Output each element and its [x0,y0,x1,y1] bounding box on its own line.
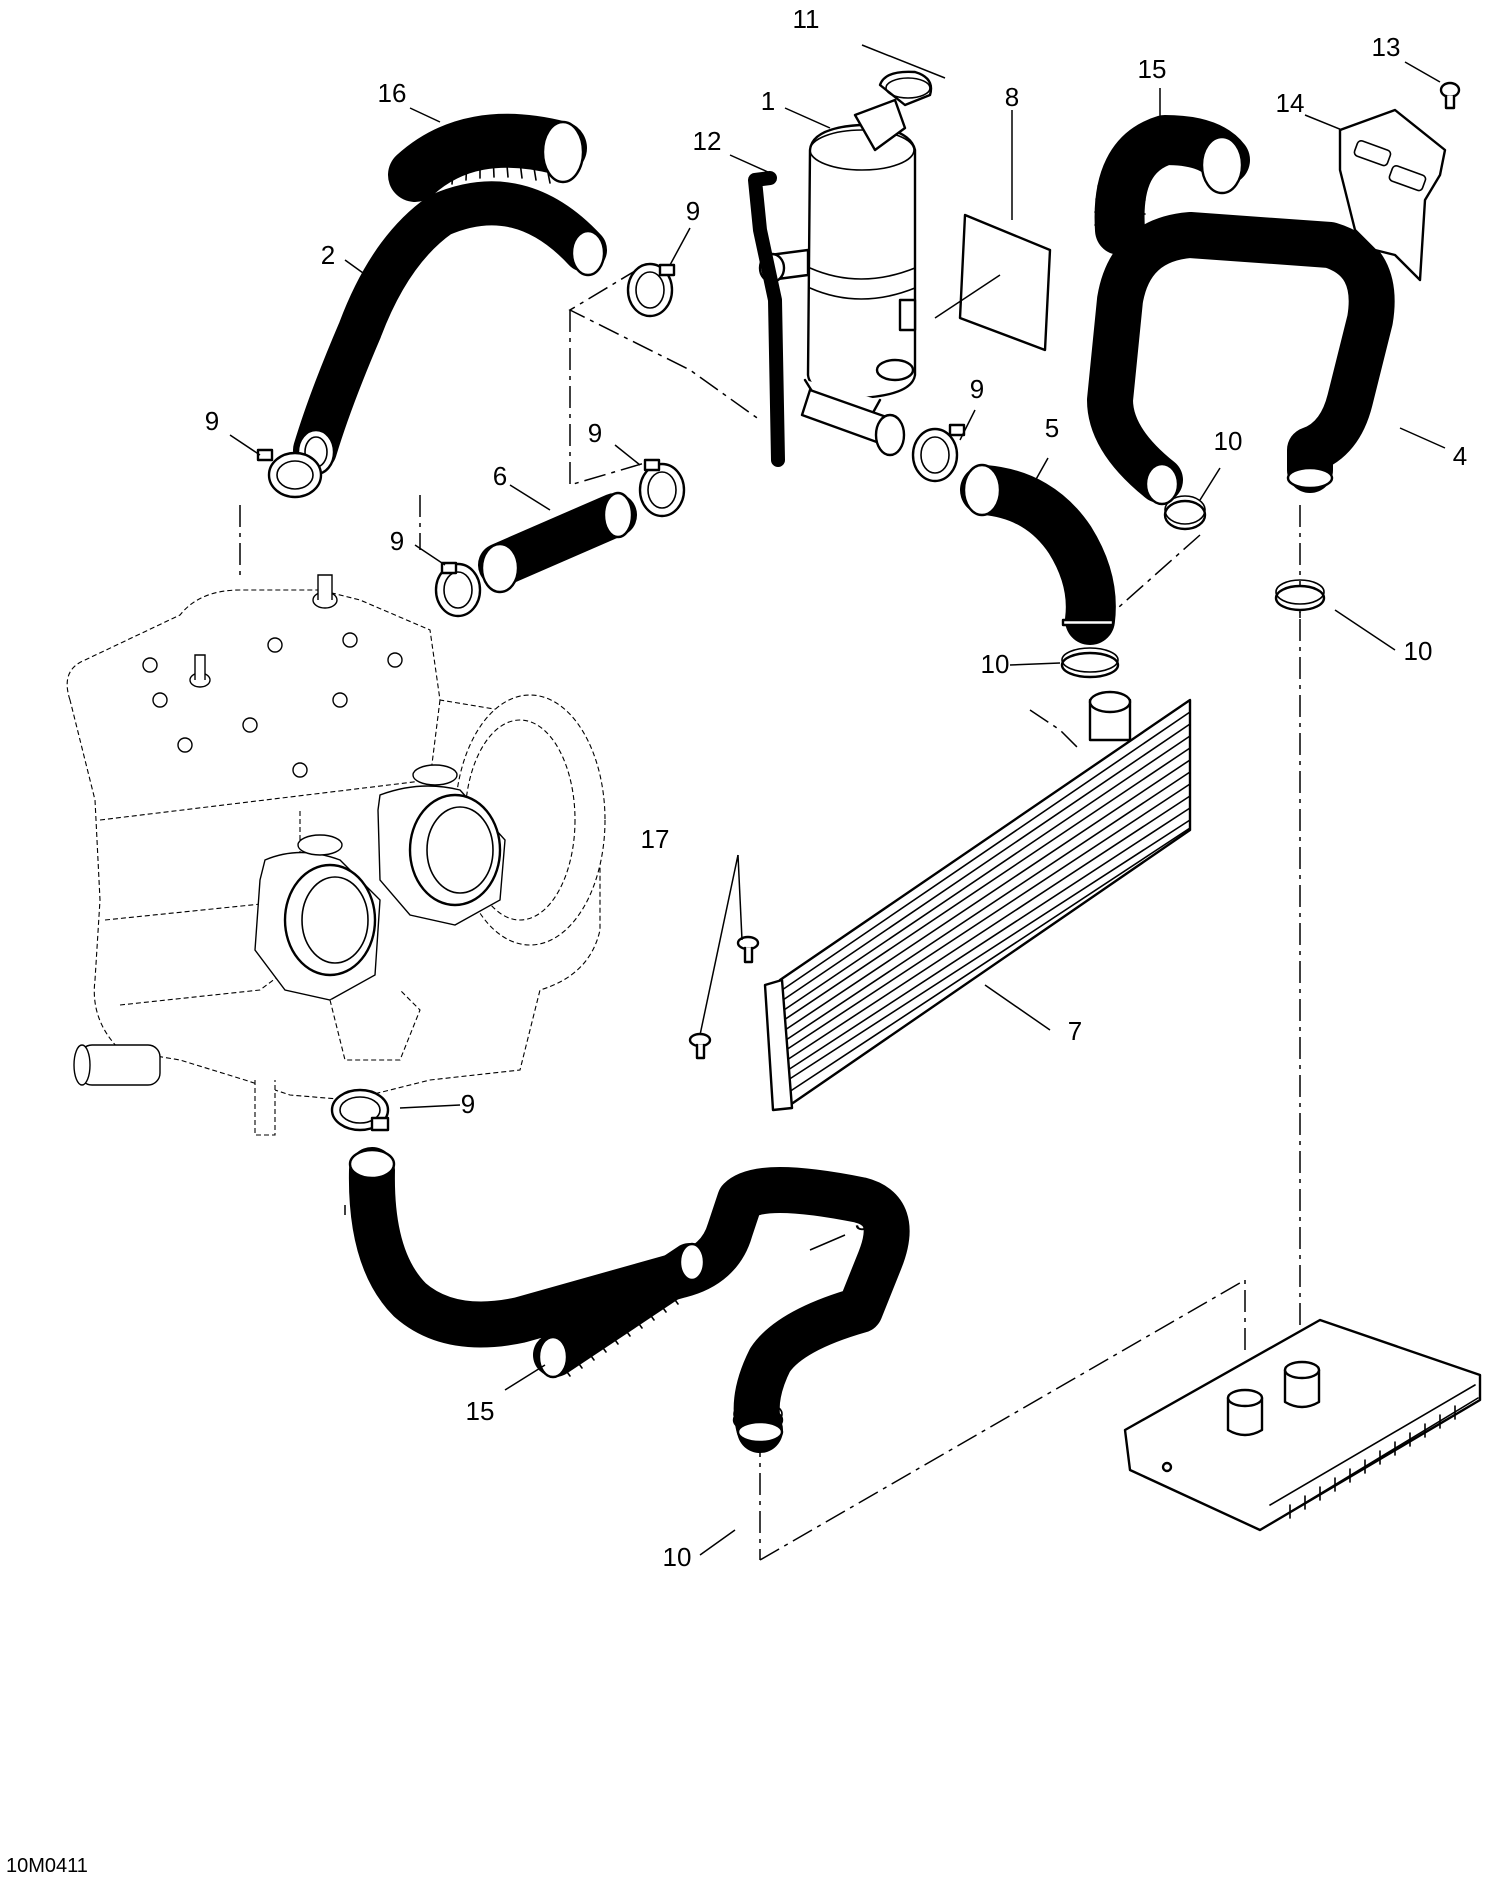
callout-13: 13 [1372,32,1401,62]
heat-exchanger-outlet [1283,1360,1321,1409]
decal-label [958,213,1052,352]
callout-6: 6 [493,461,507,491]
radiator-outlet-hose [960,463,1116,645]
callout-9-tank-outlet: 9 [970,374,984,404]
callout-5: 5 [1045,413,1059,443]
callout-7: 7 [1068,1016,1082,1046]
radiator-cap [878,70,933,107]
callout-9-lower: 9 [461,1089,475,1119]
callout-9-left: 9 [205,406,219,436]
assembly-centerlines [239,267,1301,1561]
callout-9-middle: 9 [588,418,602,448]
radiator-fins [781,711,1191,1093]
flexible-hose-top-left [388,113,587,202]
right-return-hose [1087,212,1395,506]
callout-10-upper-right: 10 [1214,426,1243,456]
mounting-bracket [1338,108,1447,282]
lower-return-hose [348,1147,910,1453]
heat-exchanger-teeth [1289,1405,1456,1519]
callout-numbers: 11 1 12 8 15 13 14 16 2 9 9 9 9 9 9 6 5 … [205,4,1467,1572]
clamp-9-lower [330,1088,390,1132]
callout-15-bottom: 15 [466,1396,495,1426]
callout-9-short-hose: 9 [390,526,404,556]
heat-exchanger-plate [1123,1318,1482,1532]
callout-16: 16 [378,78,407,108]
overflow-tube [748,171,785,467]
callout-1: 1 [761,86,775,116]
radiator-core [763,690,1192,1112]
callout-15-top: 15 [1138,54,1167,84]
engine-bolt-heads [142,632,403,778]
clamp-9-short-hose [434,561,482,618]
short-connector-hose [478,491,637,594]
callout-10-radiator: 10 [981,649,1010,679]
callout-9-upper-right: 9 [686,196,700,226]
engine-block-phantom [66,574,606,1136]
clamp-9-upper-right [626,262,676,318]
callout-17: 17 [641,824,670,854]
heat-exchanger-inlet [1226,1388,1264,1437]
callout-4: 4 [1453,441,1467,471]
rivet-lower [688,1032,712,1060]
hose-clamps [256,262,966,1132]
leader-lines [229,44,1446,1556]
upper-hose [293,181,607,476]
intake-port-left [254,834,381,1001]
callout-14: 14 [1276,88,1305,118]
clamp-9-left [256,448,323,499]
clamp-9-tank-outlet [911,423,966,483]
callout-12: 12 [693,126,722,156]
intake-port-right [377,764,506,926]
rivet-upper [736,935,760,964]
callout-10-lower: 10 [663,1542,692,1572]
callout-10-right: 10 [1404,636,1433,666]
rivets [688,935,760,1060]
clamp-10-right [1274,579,1326,612]
drawing-code: 10M0411 [6,1855,88,1877]
callout-8: 8 [1005,82,1019,112]
clamp-10-upper-right [1163,495,1207,531]
bracket-screw [1439,81,1461,110]
clamp-10-radiator [1060,647,1120,679]
flexible-hose-bottom [533,1242,712,1379]
callout-2: 2 [321,240,335,270]
callout-3: 3 [855,1206,869,1236]
clamp-9-middle [638,458,686,518]
flexible-hose-top-right [1094,115,1250,255]
callout-11: 11 [793,4,820,34]
